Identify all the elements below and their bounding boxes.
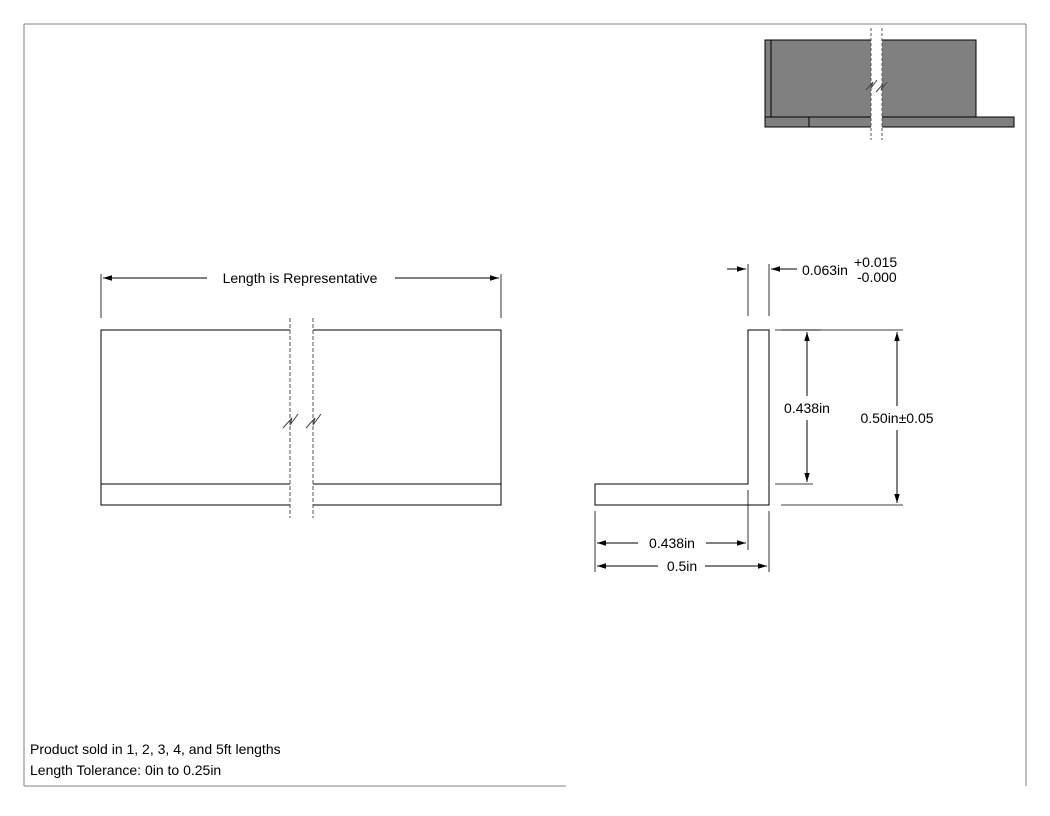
note-tolerance: Length Tolerance: 0in to 0.25in: [30, 762, 222, 778]
outer-height-dimension-label: 0.50in±0.05: [860, 410, 933, 426]
inner-width-dimension-label: 0.438in: [649, 535, 695, 551]
sheet-border: [23, 23, 1027, 787]
thickness-tolerance-minus: -0.000: [857, 269, 897, 285]
front-view: Length is Representative: [100, 270, 502, 518]
note-lengths: Product sold in 1, 2, 3, 4, and 5ft leng…: [30, 741, 281, 757]
inner-height-dimension-label: 0.438in: [784, 400, 830, 416]
profile-view: 0.063in +0.015 -0.000 0.438in 0.50in±0.0…: [594, 254, 934, 574]
thickness-tolerance-plus: +0.015: [854, 254, 897, 270]
drawing-notes: Product sold in 1, 2, 3, 4, and 5ft leng…: [30, 739, 281, 781]
outer-width-dimension-label: 0.5in: [667, 558, 697, 574]
length-dimension-label: Length is Representative: [223, 270, 378, 286]
isometric-view: [764, 28, 1015, 140]
thickness-dimension-label: 0.063in: [802, 262, 848, 278]
